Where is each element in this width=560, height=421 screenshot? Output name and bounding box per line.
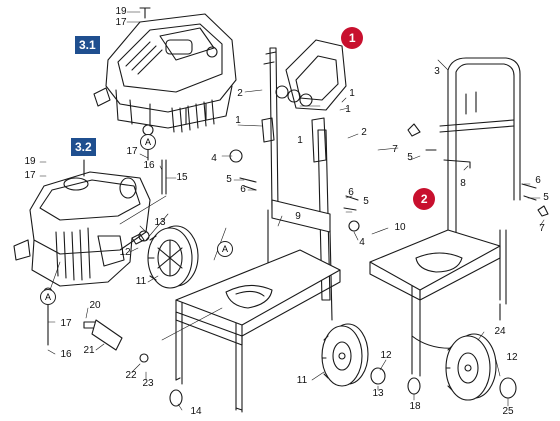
label-25: 25 [502, 406, 514, 417]
label-11: 11 [135, 276, 147, 287]
foot-14 [169, 389, 183, 407]
label-13: 13 [372, 388, 384, 399]
wheel-right [445, 333, 497, 401]
label-5: 5 [543, 192, 549, 203]
frame-10 [369, 57, 521, 377]
badge-engine-3-1: 3.1 [75, 36, 100, 54]
label-16: 16 [143, 160, 155, 171]
label-12: 12 [506, 352, 518, 363]
label-21: 21 [83, 345, 95, 356]
label-6: 6 [240, 184, 246, 195]
label-12: 12 [119, 247, 131, 258]
label-6: 6 [535, 175, 541, 186]
wheel-center [321, 323, 369, 387]
label-5: 5 [363, 196, 369, 207]
hub-cap-13 [370, 367, 386, 385]
label-24: 24 [494, 326, 506, 337]
label-17: 17 [24, 170, 36, 181]
label-10: 10 [394, 222, 406, 233]
label-23: 23 [142, 378, 154, 389]
badge-engine-3-2: 3.2 [71, 138, 96, 156]
label-13: 13 [154, 217, 166, 228]
label-6: 6 [348, 187, 354, 198]
label-15: 15 [176, 172, 188, 183]
label-2: 2 [361, 127, 367, 138]
wheel-left [138, 225, 199, 289]
label-17: 17 [60, 318, 72, 329]
label-7: 7 [539, 223, 545, 234]
label-18: 18 [409, 401, 421, 412]
connector-a-frame: A [217, 241, 233, 257]
label-12: 12 [380, 350, 392, 361]
label-11: 11 [296, 375, 308, 386]
label-1: 1 [349, 88, 355, 99]
small-parts [83, 123, 549, 363]
label-1: 1 [297, 135, 303, 146]
label-17: 17 [115, 17, 127, 28]
label-14: 14 [190, 406, 202, 417]
foot-18 [407, 377, 421, 395]
label-3: 3 [434, 66, 440, 77]
label-19: 19 [24, 156, 36, 167]
label-2: 2 [237, 88, 243, 99]
label-16: 16 [60, 349, 72, 360]
label-8: 8 [460, 178, 466, 189]
label-22: 22 [125, 370, 137, 381]
leader-lines [39, 11, 545, 411]
hub-cap-25 [499, 377, 517, 399]
connector-a-engine-2: A [40, 289, 56, 305]
label-9: 9 [295, 211, 301, 222]
frame-9 [175, 47, 341, 413]
engine-3-2 [13, 159, 151, 346]
label-4: 4 [211, 153, 217, 164]
handle-assembly [263, 39, 347, 111]
label-5: 5 [407, 152, 413, 163]
label-17: 17 [126, 146, 138, 157]
label-4: 4 [359, 237, 365, 248]
label-5: 5 [226, 174, 232, 185]
connector-a-engine-1: A [140, 134, 156, 150]
label-20: 20 [89, 300, 101, 311]
label-7: 7 [392, 144, 398, 155]
label-1: 1 [235, 115, 241, 126]
label-1: 1 [345, 104, 351, 115]
label-19: 19 [115, 6, 127, 17]
engine-3-1 [93, 7, 237, 161]
